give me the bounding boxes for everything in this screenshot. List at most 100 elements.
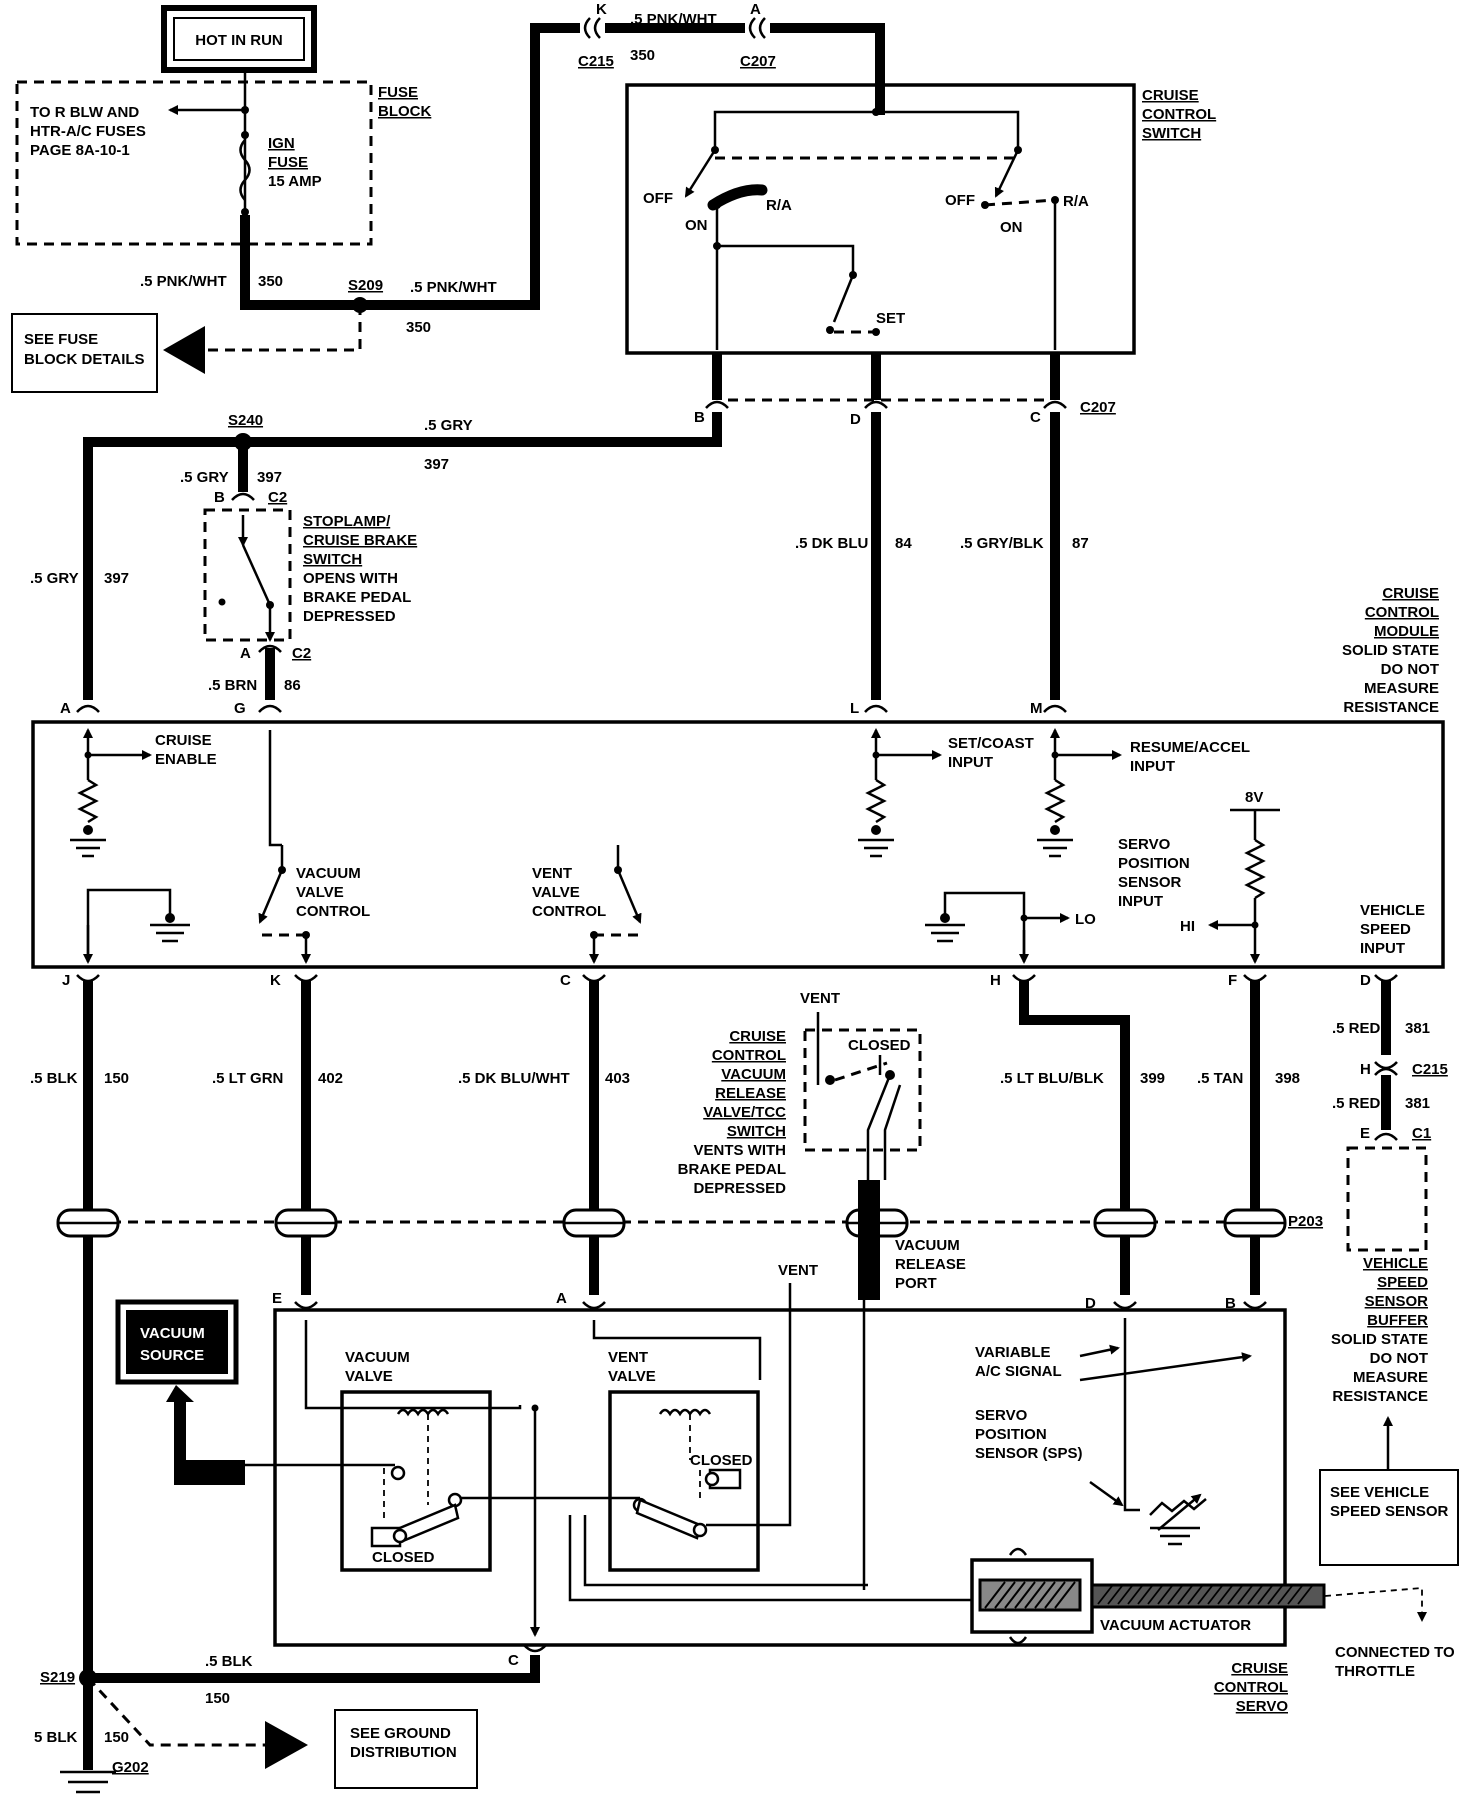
- vss-input-3: INPUT: [1360, 940, 1405, 957]
- vent-valve-ctrl-1: VENT: [532, 865, 572, 882]
- vacuum-source-1: VACUUM: [140, 1325, 205, 1342]
- fuse-label-3: 15 AMP: [268, 173, 322, 190]
- circuit-84: 84: [895, 535, 912, 552]
- pin-c: C: [1030, 409, 1041, 426]
- servo-title-2: CONTROL: [1214, 1679, 1288, 1696]
- rv-desc-2: BRAKE PEDAL: [678, 1161, 786, 1178]
- ground-icon: [150, 923, 190, 943]
- conn-c215-bottom: C215: [1412, 1061, 1448, 1078]
- wire-gry-top: .5 GRY: [424, 417, 473, 434]
- module-note-2: DO NOT: [1381, 661, 1439, 678]
- pin-l-module: L: [850, 700, 859, 717]
- ground-section: S219 .5 BLK 150 5 BLK 150 G202 SEE GROUN…: [34, 1653, 540, 1794]
- servo-pos-4: INPUT: [1118, 893, 1163, 910]
- vss-note-4: RESISTANCE: [1332, 1388, 1428, 1405]
- vent-valve-closed: CLOSED: [690, 1452, 753, 1469]
- vac-valve-2: VALVE: [345, 1368, 393, 1385]
- off-left: OFF: [643, 190, 673, 207]
- connector-c207-icon: [748, 17, 766, 39]
- conn-c207-top: C207: [740, 53, 776, 70]
- servo-pos-3: SENSOR: [1118, 874, 1182, 891]
- vss-title-1: VEHICLE: [1363, 1255, 1428, 1272]
- resistor-icon: [865, 778, 887, 824]
- wire-dk-blu-wht: .5 DK BLU/WHT: [458, 1070, 570, 1087]
- wire-brn: .5 BRN: [208, 677, 257, 694]
- servo-connector-icons: [294, 1301, 1267, 1310]
- cruise-enable-1: CRUISE: [155, 732, 212, 749]
- cc-switch-title-2: CONTROL: [1142, 106, 1216, 123]
- ground-wire-5blk: 5 BLK: [34, 1729, 78, 1746]
- vss-title-4: BUFFER: [1367, 1312, 1428, 1329]
- sps-3: SENSOR (SPS): [975, 1445, 1083, 1462]
- vent-valve-2: VALVE: [608, 1368, 656, 1385]
- wire-pnk-wht-left: .5 PNK/WHT: [140, 273, 227, 290]
- pin-d: D: [850, 411, 861, 428]
- throttle-2: THROTTLE: [1335, 1663, 1415, 1680]
- cc-switch-title-1: CRUISE: [1142, 87, 1199, 104]
- ground-icon: [925, 923, 965, 943]
- fuse-block-label: FUSE: [378, 84, 418, 101]
- p203-label: P203: [1288, 1213, 1323, 1230]
- circuit-381-top: 381: [1405, 1020, 1430, 1037]
- cruise-control-servo: CRUISE CONTROL SERVO E A D B VACUUM SOUR…: [115, 1262, 1455, 1715]
- wire-gry-brake: .5 GRY: [180, 469, 229, 486]
- conn-k: K: [596, 1, 607, 18]
- wire-gry-blk: .5 GRY/BLK: [960, 535, 1044, 552]
- brake-switch-section: S240 .5 GRY 397 .5 GRY 397 .5 GRY 397 B …: [30, 412, 1089, 700]
- wire-lt-grn: .5 LT GRN: [212, 1070, 283, 1087]
- see-vss-2: SPEED SENSOR: [1330, 1503, 1449, 1520]
- power-section: HOT IN RUN FUSE BLOCK TO R BLW AND HTR-A…: [11, 1, 885, 393]
- ground-wire-blk: .5 BLK: [205, 1653, 253, 1670]
- splice-s240-label: S240: [228, 412, 263, 429]
- throttle-1: CONNECTED TO: [1335, 1644, 1455, 1661]
- circuit-398: 398: [1275, 1070, 1300, 1087]
- vac-valve-ctrl-1: VACUUM: [296, 865, 361, 882]
- ground-icon: [70, 838, 106, 858]
- circuit-86: 86: [284, 677, 301, 694]
- module-note-4: RESISTANCE: [1343, 699, 1439, 716]
- conn-c2-top: C2: [268, 489, 287, 506]
- rv-vent: VENT: [800, 990, 840, 1007]
- rv-desc-3: DEPRESSED: [693, 1180, 786, 1197]
- hot-in-run-label: HOT IN RUN: [195, 32, 283, 49]
- rv-port-2: RELEASE: [895, 1256, 966, 1273]
- vacuum-release-valve: VENT CLOSED CRUISE CONTROL VACUUM RELEAS…: [678, 990, 966, 1590]
- servo-pin-b: B: [1225, 1295, 1236, 1312]
- wire-blk: .5 BLK: [30, 1070, 78, 1087]
- vent-valve-1: VENT: [608, 1349, 648, 1366]
- wire-pnk-wht-right: .5 PNK/WHT: [410, 279, 497, 296]
- pin-f: F: [1228, 972, 1237, 989]
- resume-accel-1: RESUME/ACCEL: [1130, 739, 1250, 756]
- vss-note-2: DO NOT: [1370, 1350, 1428, 1367]
- vent-valve-ctrl-2: VALVE: [532, 884, 580, 901]
- circuit-399: 399: [1140, 1070, 1165, 1087]
- off-right: OFF: [945, 192, 975, 209]
- variable-ac-2: A/C SIGNAL: [975, 1363, 1062, 1380]
- set-coast-2: INPUT: [948, 754, 993, 771]
- vac-valve-ctrl-2: VALVE: [296, 884, 344, 901]
- set-coast-1: SET/COAST: [948, 735, 1034, 752]
- ground-circuit-150: 150: [205, 1690, 230, 1707]
- vac-valve-closed: CLOSED: [372, 1549, 435, 1566]
- see-fuse-block-1: SEE FUSE: [24, 331, 98, 348]
- to-fuses-2: HTR-A/C FUSES: [30, 123, 146, 140]
- resistor-icon: [1044, 778, 1066, 824]
- pin-a-module: A: [60, 700, 71, 717]
- pin-d-module: D: [1360, 972, 1371, 989]
- rv-title-5: VALVE/TCC: [703, 1104, 786, 1121]
- connector-c215-icon: [583, 17, 601, 39]
- rv-title-6: SWITCH: [727, 1123, 786, 1140]
- wire-dk-blu: .5 DK BLU: [795, 535, 868, 552]
- servo-pin-c: C: [508, 1652, 519, 1669]
- p203-grommets: [56, 1208, 1287, 1238]
- on-left: ON: [685, 217, 708, 234]
- vss-title-2: SPEED: [1377, 1274, 1428, 1291]
- on-right: ON: [1000, 219, 1023, 236]
- pin-h-c215: H: [1360, 1061, 1371, 1078]
- ra-right: R/A: [1063, 193, 1089, 210]
- circuit-87: 87: [1072, 535, 1089, 552]
- cruise-control-module: CRUISE CONTROL MODULE SOLID STATE DO NOT…: [31, 585, 1445, 989]
- see-ground-1: SEE GROUND: [350, 1725, 451, 1742]
- servo-pin-e: E: [272, 1290, 282, 1307]
- servo-vent: VENT: [778, 1262, 818, 1279]
